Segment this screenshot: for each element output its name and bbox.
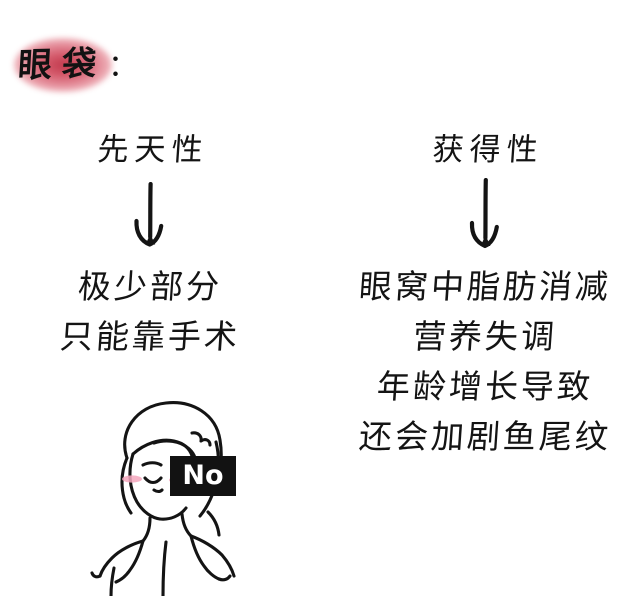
column-congenital-items: 极少部分 只能靠手术 xyxy=(20,262,280,362)
column-congenital: 先天性 极少部分 只能靠手术 xyxy=(20,132,280,362)
column-acquired-items: 眼窝中脂肪消减 营养失调 年龄增长导致 还会加剧鱼尾纹 xyxy=(340,262,630,463)
list-item: 营养失调 xyxy=(411,317,559,357)
list-item: 眼窝中脂肪消减 xyxy=(357,267,613,306)
no-badge-label: No xyxy=(182,459,224,491)
list-item: 极少部分 xyxy=(76,267,224,306)
no-badge: No xyxy=(170,456,236,496)
list-item: 年龄增长导致 xyxy=(375,367,595,407)
page-title-text: 眼袋 xyxy=(16,43,108,87)
page-title-colon: ： xyxy=(108,49,138,84)
list-item: 只能靠手术 xyxy=(58,317,242,357)
down-arrow-congenital xyxy=(20,182,280,248)
column-acquired-heading: 获得性 xyxy=(431,132,545,168)
page-title: 眼袋 ： xyxy=(8,30,138,100)
column-congenital-heading: 先天性 xyxy=(96,132,210,168)
list-item: 还会加剧鱼尾纹 xyxy=(357,417,613,457)
column-acquired: 获得性 眼窝中脂肪消减 营养失调 年龄增长导致 还会加剧鱼尾纹 xyxy=(340,132,630,463)
down-arrow-acquired xyxy=(340,178,630,250)
title-highlight-brush xyxy=(14,38,112,92)
